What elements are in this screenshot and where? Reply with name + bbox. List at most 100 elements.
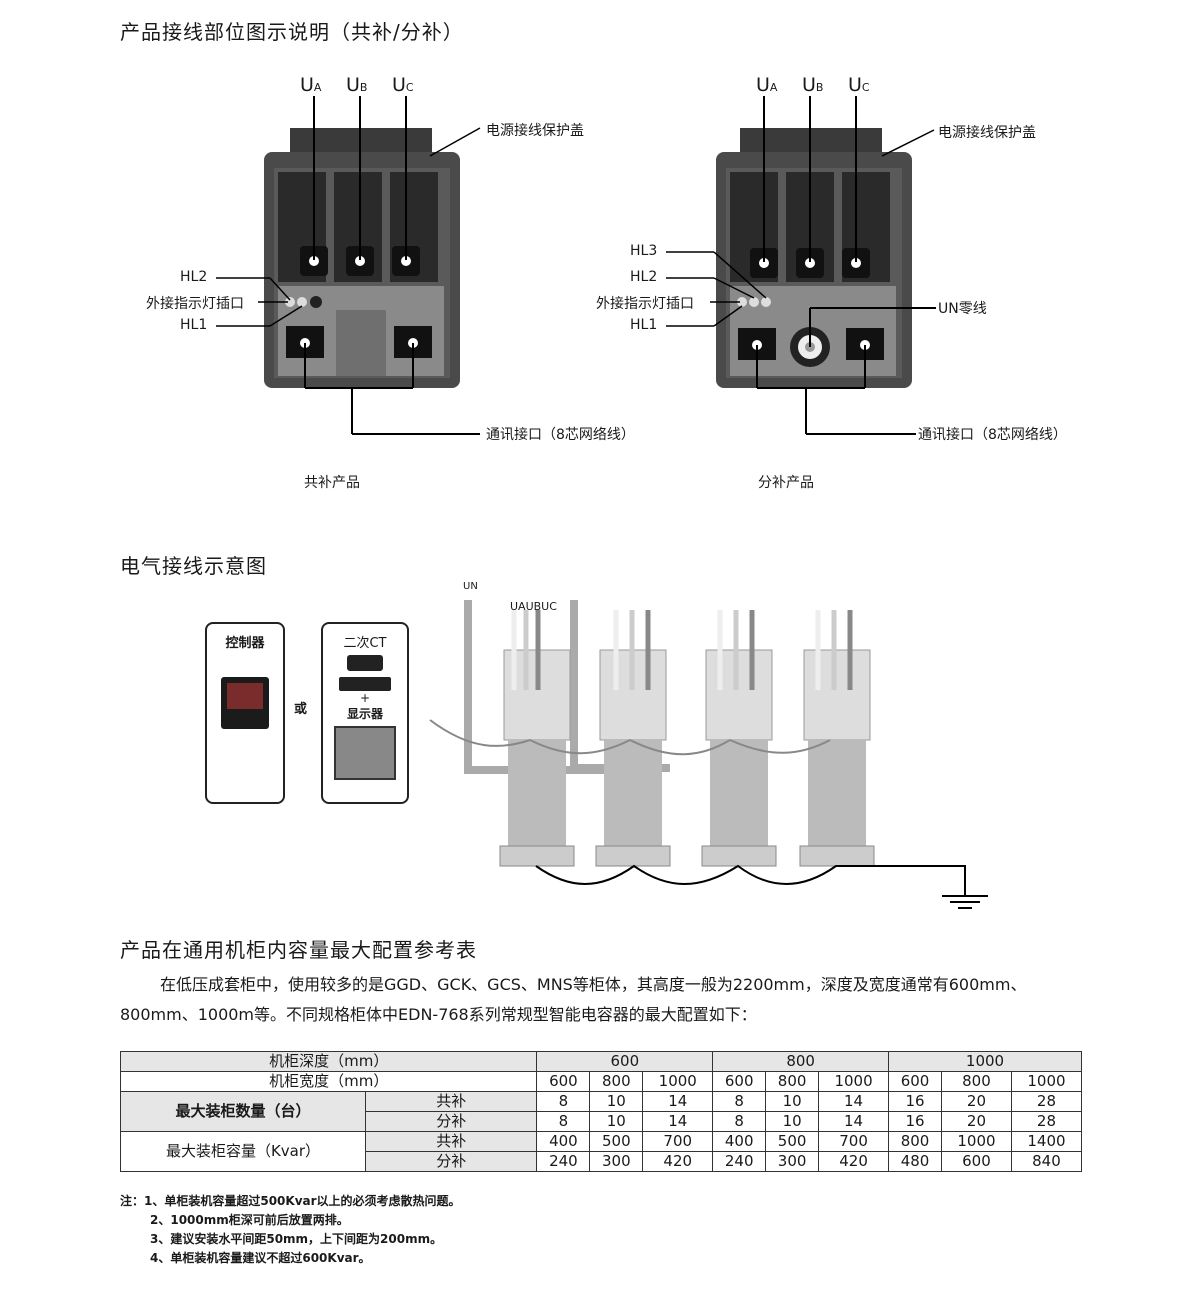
fenbu-label: 分补 [364,1111,538,1132]
count-cell: 8 [536,1111,591,1132]
hl1-label-left: HL1 [180,317,208,333]
uc-label-right: UC [848,74,870,96]
count-cell: 8 [712,1111,767,1132]
display-device [334,726,396,780]
capacity-cell: 840 [1010,1151,1083,1172]
width-header: 机柜宽度（mm） [119,1071,538,1092]
shared-compensation-diagram [216,96,481,435]
count-cell: 10 [589,1111,644,1132]
count-cell: 20 [940,1111,1012,1132]
count-cell: 28 [1010,1091,1083,1112]
uc-label-left: UC [392,74,414,96]
display-label: 显示器 [346,707,383,721]
count-cell: 10 [765,1111,820,1132]
capacity-cell: 300 [765,1151,820,1172]
ub-label-right: UB [802,74,824,96]
capacity-cell: 700 [642,1131,714,1152]
or-label: 或 [294,702,308,717]
capacity-cell: 400 [712,1131,767,1152]
width-cell: 600 [712,1071,767,1092]
depth-600: 600 [536,1051,714,1072]
capacity-header: 最大装柜容量（Kvar） [120,1131,366,1172]
width-cell: 1000 [642,1071,714,1092]
ua-label-left: UA [300,74,322,96]
note-1: 注：1、单柜装机容量超过500Kvar以上的必须考虑散热问题。 [120,1194,461,1208]
width-cell: 600 [536,1071,591,1092]
capacity-cell: 480 [888,1151,942,1172]
hl2-label-left: HL2 [180,269,208,285]
un-label-right: UN零线 [938,301,987,317]
count-cell: 8 [712,1091,767,1112]
un-bus-label: UN [463,581,478,592]
gongbu-label: 共补 [364,1131,538,1152]
uabc-label: UAUBUC [510,600,557,613]
width-cell: 800 [940,1071,1012,1092]
capacity-cell: 400 [536,1131,591,1152]
capacity-cell: 300 [589,1151,644,1172]
note-2: 2、1000mm柜深可前后放置两排。 [150,1213,349,1227]
count-cell: 14 [818,1091,890,1112]
indicator-label-left: 外接指示灯插口 [146,296,244,312]
count-header: 最大装柜数量（台） [120,1091,366,1132]
hl1-label-right: HL1 [630,317,658,333]
count-cell: 10 [765,1091,820,1112]
capacity-cell: 420 [818,1151,890,1172]
cover-label-left: 电源接线保护盖 [486,123,584,139]
hl2-label-right: HL2 [630,269,658,285]
capacitor-wiring-diagram [429,600,988,909]
count-cell: 16 [888,1091,942,1112]
caption-right: 分补产品 [758,475,814,491]
plus-label: + [359,691,371,705]
count-cell: 16 [888,1111,942,1132]
width-cell: 600 [888,1071,942,1092]
comm-label-right: 通讯接口（8芯网络线） [918,427,1067,443]
count-cell: 10 [589,1091,644,1112]
capacity-cell: 1400 [1010,1131,1083,1152]
intro-paragraph: 在低压成套柜中，使用较多的是GGD、GCK、GCS、MNS等柜体，其高度一般为2… [120,975,1027,1024]
capacitor-unit-1 [499,610,575,867]
capacitor-unit-4 [799,610,875,867]
capacity-cell: 1000 [940,1131,1012,1152]
ct-label: 二次CT [343,636,387,651]
controller-box: 控制器 [205,622,285,804]
controller-device [221,677,269,729]
capacity-cell: 240 [712,1151,767,1172]
caption-left: 共补产品 [304,475,360,491]
capacity-cell: 600 [940,1151,1012,1172]
notes: 注：1、单柜装机容量超过500Kvar以上的必须考虑散热问题。 2、1000mm… [120,1192,461,1268]
gongbu-label: 共补 [364,1091,538,1112]
note-4: 4、单柜装机容量建议不超过600Kvar。 [150,1251,371,1265]
ub-label-left: UB [346,74,368,96]
config-table: 机柜深度（mm） 600 800 1000 机柜宽度（mm） 600 800 1… [119,1051,1083,1172]
indicator-label-right: 外接指示灯插口 [596,296,694,312]
width-cell: 1000 [818,1071,890,1092]
count-cell: 14 [642,1091,714,1112]
ct-device [347,655,383,671]
depth-1000: 1000 [888,1051,1082,1072]
cover-label-right: 电源接线保护盖 [938,125,1036,141]
split-compensation-diagram [666,96,936,435]
width-cell: 1000 [1010,1071,1083,1092]
fenbu-label: 分补 [364,1151,538,1172]
comm-label-left: 通讯接口（8芯网络线） [486,427,635,443]
count-cell: 14 [818,1111,890,1132]
controller-label: 控制器 [225,636,265,651]
count-cell: 20 [940,1091,1012,1112]
capacitor-unit-2 [595,610,671,867]
ct-device-2 [339,677,391,691]
capacitor-unit-3 [701,610,777,867]
count-cell: 8 [536,1091,591,1112]
ua-label-right: UA [756,74,778,96]
capacity-cell: 800 [888,1131,942,1152]
ct-display-box: 二次CT + 显示器 [321,622,409,804]
section1-title: 产品接线部位图示说明（共补/分补） [120,20,464,44]
width-cell: 800 [589,1071,644,1092]
section2-title: 电气接线示意图 [120,554,267,578]
capacity-cell: 420 [642,1151,714,1172]
capacity-cell: 500 [765,1131,820,1152]
note-3: 3、建议安装水平间距50mm，上下间距为200mm。 [150,1232,443,1246]
capacity-cell: 500 [589,1131,644,1152]
capacity-cell: 700 [818,1131,890,1152]
section3-title: 产品在通用机柜内容量最大配置参考表 [120,938,477,962]
count-cell: 14 [642,1111,714,1132]
